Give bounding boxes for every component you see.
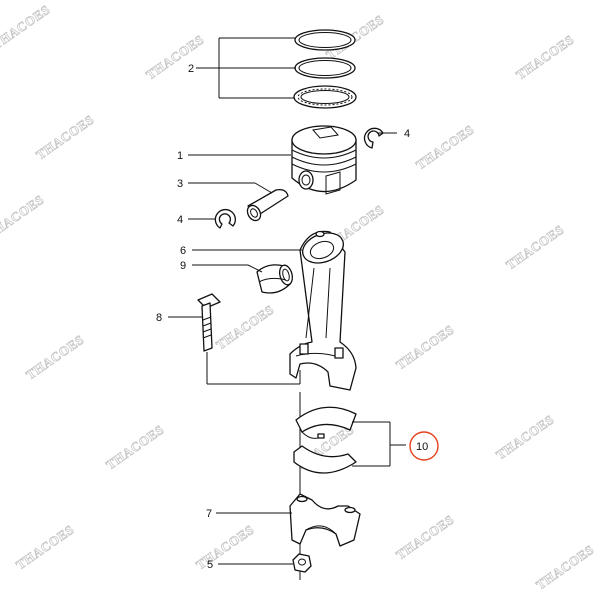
- watermark: THACOES: [503, 222, 567, 273]
- callout-nut: 5: [207, 559, 293, 571]
- watermark: THACOES: [213, 302, 277, 353]
- callout-circlip-right: 4: [378, 128, 410, 140]
- upper-bearing-shell[interactable]: [295, 406, 357, 433]
- callout-number: 6: [180, 245, 186, 257]
- watermark: THACOES: [23, 332, 87, 383]
- watermark: THACOES: [513, 32, 577, 83]
- piston-pin[interactable]: [245, 188, 289, 223]
- watermark: THACOES: [393, 512, 457, 563]
- circlip-right[interactable]: [363, 127, 384, 149]
- watermark: THACOES: [393, 322, 457, 373]
- callout-small-end-bushing: 9: [180, 260, 263, 273]
- rod-bolt[interactable]: [197, 293, 301, 385]
- small-end-bushing[interactable]: [256, 264, 294, 294]
- watermark: THACOES: [13, 522, 77, 573]
- watermark: THACOES: [103, 422, 167, 473]
- lower-bearing-shell[interactable]: [293, 445, 357, 474]
- watermark: THACOES: [413, 122, 477, 173]
- highlight-circle: [409, 431, 439, 461]
- circlip-left[interactable]: [214, 208, 236, 229]
- callout-number: 4: [177, 214, 183, 226]
- compression-ring-top[interactable]: [294, 29, 356, 51]
- piston-ring-set[interactable]: [293, 29, 357, 109]
- callout-piston-pin: 3: [177, 178, 273, 194]
- callout-number: 2: [188, 63, 194, 75]
- watermark: THACOES: [0, 192, 47, 243]
- callout-ring-set: 2: [188, 37, 296, 99]
- callout-bearing-shells: 10: [352, 421, 439, 467]
- rod-cap[interactable]: [289, 493, 361, 547]
- callout-number: 4: [404, 128, 410, 140]
- callout-piston: 1: [177, 150, 291, 162]
- connecting-rod[interactable]: [289, 228, 357, 391]
- watermark: THACOES: [493, 412, 557, 463]
- oil-control-ring[interactable]: [293, 85, 357, 109]
- callout-rod-cap: 7: [206, 508, 292, 520]
- watermark: THACOES: [0, 2, 53, 53]
- callout-number: 8: [156, 312, 162, 324]
- callout-number: 5: [207, 559, 213, 571]
- callout-connecting-rod: 6: [180, 245, 302, 257]
- hex-nut[interactable]: [292, 553, 312, 573]
- bearing-shells[interactable]: [293, 406, 357, 474]
- watermark: THACOES: [193, 522, 257, 573]
- callout-number: 3: [177, 178, 183, 190]
- callout-number: 9: [180, 260, 186, 272]
- callout-number: 10: [416, 441, 428, 453]
- watermark: THACOES: [143, 32, 207, 83]
- callout-rod-bolt: 8: [156, 312, 202, 324]
- callout-circlip-left: 4: [177, 214, 215, 226]
- watermark: THACOES: [533, 542, 597, 593]
- callout-number: 7: [206, 508, 212, 520]
- piston[interactable]: [291, 125, 357, 195]
- watermark: THACOES: [33, 112, 97, 163]
- callout-number: 1: [177, 150, 183, 162]
